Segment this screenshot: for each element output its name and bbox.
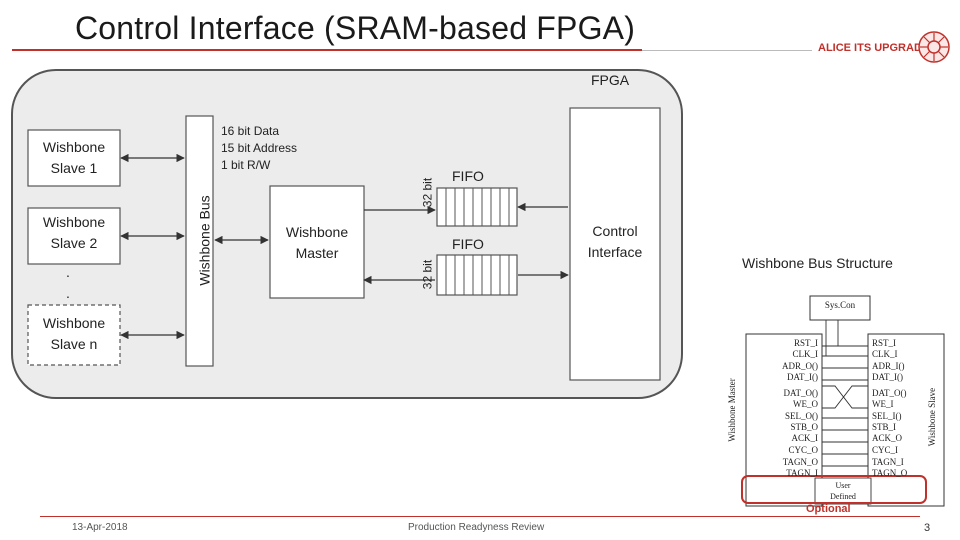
footer-title: Production Readyness Review: [408, 522, 545, 533]
bus-structure-caption: Wishbone Bus Structure: [742, 255, 893, 271]
optional-label: Optional: [806, 503, 851, 515]
master-signal: CLK_I: [792, 349, 819, 360]
title-underline-gray: [642, 50, 812, 51]
ellipsis-dots: ..: [66, 264, 70, 301]
footer-date: 13-Apr-2018: [72, 522, 128, 533]
master-signal: ADR_O(): [782, 360, 818, 371]
slave-signal: WE_I: [872, 399, 894, 410]
slave-signal: TAGN_O: [872, 468, 908, 479]
fifo-2-width-label: 32 bit: [420, 259, 435, 290]
fifo-2: [436, 254, 518, 296]
master-box: [269, 185, 365, 299]
control-interface-box: [569, 107, 661, 381]
syscon-label: Sys.Con: [824, 300, 856, 310]
master-signal: CYC_O: [788, 444, 818, 455]
slave-signal: SEL_I(): [872, 410, 902, 421]
master-side-label: Wishbone Master: [727, 378, 737, 442]
master-signal: STB_O: [790, 422, 818, 433]
slave-signal: ADR_I(): [872, 360, 905, 371]
alice-logo-icon: [918, 31, 950, 63]
master-signal: WE_O: [793, 399, 818, 410]
footer-rule: [40, 516, 920, 517]
slave-signal: CLK_I: [872, 349, 898, 360]
page-number: 3: [924, 522, 931, 534]
slave-signal: CYC_I: [872, 444, 899, 455]
slave-signal: ACK_O: [872, 433, 903, 444]
bus-structure-figure: [741, 295, 945, 507]
slave-signal: DAT_I(): [872, 371, 903, 382]
wishbone-bus-bar: [185, 115, 214, 367]
master-signal: RST_I: [793, 338, 818, 348]
bus-info: 16 bit Data 15 bit Address 1 bit R/W: [221, 124, 298, 172]
fifo-1: [436, 187, 518, 227]
slave-signal: DAT_O(): [872, 388, 907, 399]
master-signal: TAGN_I: [786, 468, 818, 479]
slave-signal: STB_I: [872, 422, 897, 433]
master-signal: DAT_I(): [787, 371, 818, 382]
fifo-1-label: FIFO: [452, 168, 484, 184]
master-signal: TAGN_O: [782, 456, 818, 467]
slave-signal: RST_I: [872, 338, 897, 348]
title-underline: [12, 49, 642, 51]
slave-n-box: [27, 304, 121, 366]
master-signal: SEL_O(): [785, 410, 818, 421]
master-signal: ACK_I: [791, 433, 819, 444]
brand-label: ALICE ITS UPGRADE: [818, 42, 930, 54]
master-signal: DAT_O(): [783, 388, 819, 399]
page-title: Control Interface (SRAM-based FPGA): [75, 10, 636, 46]
fifo-1-width-label: 32 bit: [420, 177, 435, 208]
fpga-label: FPGA: [591, 72, 630, 88]
slave-1-box: [27, 129, 121, 187]
slave-2-box: [27, 207, 121, 265]
fifo-2-label: FIFO: [452, 236, 484, 252]
slave-signal: TAGN_I: [872, 456, 904, 467]
wishbone-bus-label: Wishbone Bus: [196, 195, 213, 286]
